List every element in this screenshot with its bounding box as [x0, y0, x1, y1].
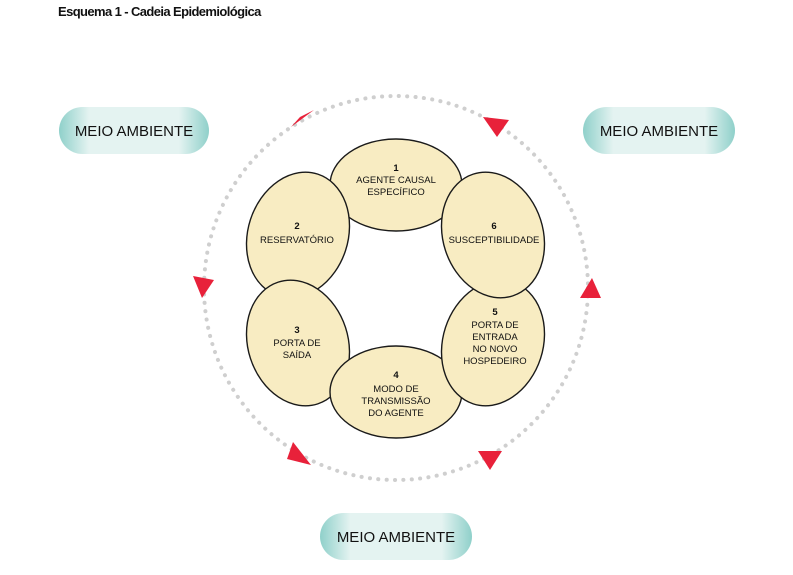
- node-susceptibilidade: [440, 171, 546, 299]
- cycle-arrow-icon: [478, 451, 502, 470]
- cycle-arrow-icon: [193, 276, 214, 298]
- cycle-arrow-icon: [287, 442, 311, 465]
- node-label: NO NOVO: [473, 344, 518, 355]
- node-label: SAÍDA: [283, 350, 312, 361]
- svg-text:MEIO AMBIENTE: MEIO AMBIENTE: [75, 123, 193, 140]
- node-label: ESPECÍFICO: [367, 187, 425, 198]
- node-label: DO AGENTE: [368, 408, 423, 419]
- cycle-arrow-icon: [580, 278, 601, 298]
- node-label: ENTRADA: [472, 332, 518, 343]
- diagram-title: Esquema 1 - Cadeia Epidemiológica: [58, 4, 261, 19]
- node-number: 1: [393, 163, 399, 174]
- node-label: AGENTE CAUSAL: [356, 175, 436, 186]
- node-label: PORTA DE: [471, 320, 518, 331]
- node-label: HOSPEDEIRO: [463, 356, 526, 367]
- cycle-arrow-icon: [483, 117, 509, 137]
- svg-text:MEIO AMBIENTE: MEIO AMBIENTE: [600, 123, 718, 140]
- cycle-arrow-icon: [291, 110, 314, 127]
- node-number: 3: [294, 325, 299, 336]
- node-number: 6: [491, 221, 496, 232]
- environment-pill: MEIO AMBIENTE: [320, 513, 472, 560]
- environment-pill: MEIO AMBIENTE: [59, 107, 209, 154]
- node-number: 4: [393, 370, 399, 381]
- node-label: PORTA DE: [273, 338, 320, 349]
- environment-pill: MEIO AMBIENTE: [583, 107, 735, 154]
- node-label: RESERVATÓRIO: [260, 235, 334, 246]
- node-label: MODO DE: [373, 384, 418, 395]
- node-label: SUSCEPTIBILIDADE: [449, 235, 540, 246]
- svg-text:MEIO AMBIENTE: MEIO AMBIENTE: [337, 529, 455, 546]
- node-label: TRANSMISSÃO: [361, 396, 430, 407]
- node-number: 2: [294, 221, 299, 232]
- node-number: 5: [492, 307, 498, 318]
- node-porta-saida: [245, 279, 351, 407]
